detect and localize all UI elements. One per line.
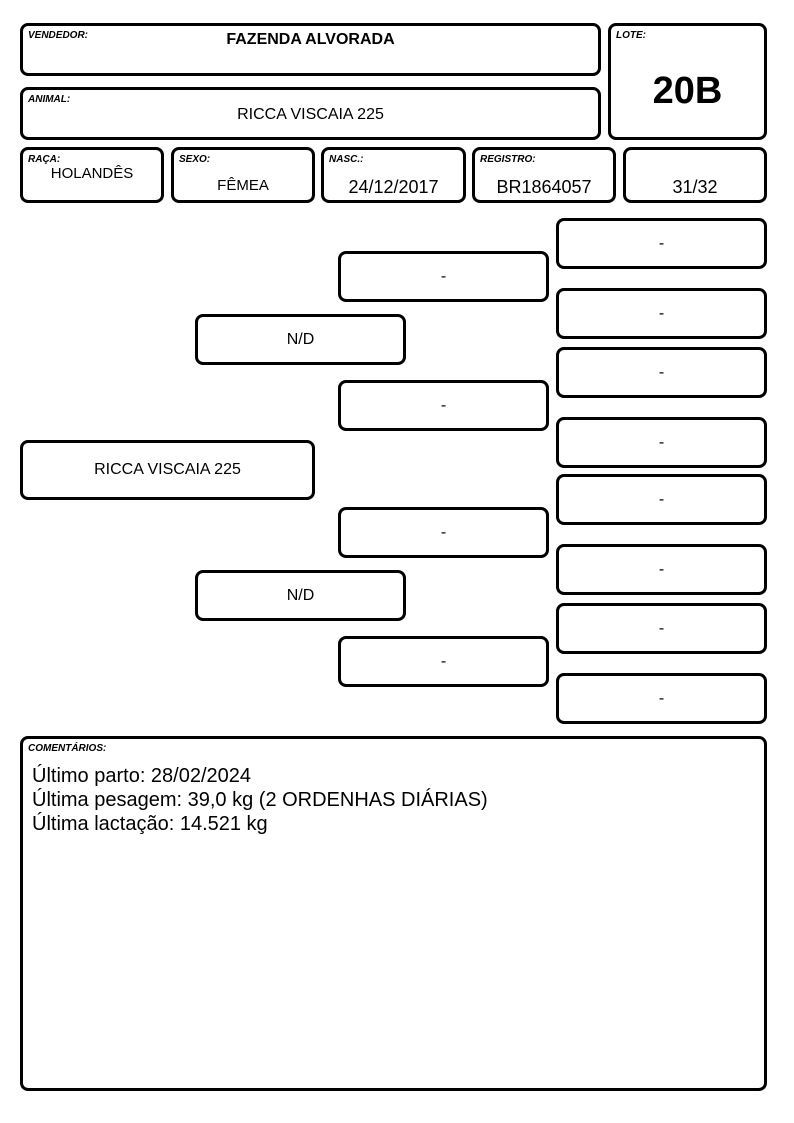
birth-box: NASC.: 24/12/2017 [321,147,466,203]
pedigree-great-grandparent: - [658,304,665,322]
sex-label: SEXO: [179,154,211,165]
blood-fraction-value: 31/32 [672,177,718,197]
comment-line: Última pesagem: 39,0 kg (2 ORDENHAS DIÁR… [32,789,488,811]
breed-label: RAÇA: [28,154,61,165]
comments-text: Último parto: 28/02/2024 Última pesagem:… [32,764,488,836]
pedigree-animal-box: RICCA VISCAIA 225 [20,440,315,500]
pedigree-grandparent-box: - [338,380,549,431]
animal-value: RICCA VISCAIA 225 [237,106,384,123]
pedigree-grandparent: - [440,396,447,414]
pedigree-great-grandparent: - [658,433,665,451]
pedigree-great-grandparent-box: - [556,474,767,525]
pedigree-dam: N/D [286,586,315,604]
birth-value: 24/12/2017 [348,177,439,197]
comment-line: Última lactação: 14.521 kg [32,813,268,835]
registry-label: REGISTRO: [480,154,536,165]
pedigree-great-grandparent: - [658,560,665,578]
pedigree-grandparent: - [440,652,447,670]
pedigree-dam-box: N/D [195,570,406,621]
pedigree-great-grandparent: - [658,234,665,252]
pedigree-animal: RICCA VISCAIA 225 [94,461,241,478]
sex-value: FÊMEA [217,177,269,194]
pedigree-grandparent-box: - [338,507,549,558]
breed-value: HOLANDÊS [50,165,134,182]
pedigree-great-grandparent: - [658,363,665,381]
seller-box: VENDEDOR: FAZENDA ALVORADA [20,23,601,76]
lot-box: LOTE: 20B [608,23,767,140]
comments-box: COMENTÁRIOS: Último parto: 28/02/2024 Úl… [20,736,767,1091]
pedigree-grandparent-box: - [338,636,549,687]
comment-line: Último parto: 28/02/2024 [32,765,252,787]
breed-box: RAÇA: HOLANDÊS [20,147,164,203]
pedigree-grandparent-box: - [338,251,549,302]
pedigree-great-grandparent-box: - [556,673,767,724]
registry-value: BR1864057 [496,177,592,197]
pedigree-great-grandparent-box: - [556,218,767,269]
pedigree-great-grandparent: - [658,490,665,508]
pedigree-sire-box: N/D [195,314,406,365]
seller-value: FAZENDA ALVORADA [226,31,395,48]
pedigree-great-grandparent-box: - [556,544,767,595]
sex-box: SEXO: FÊMEA [171,147,315,203]
pedigree-great-grandparent: - [658,689,665,707]
pedigree-great-grandparent-box: - [556,347,767,398]
pedigree-grandparent: - [440,523,447,541]
pedigree-great-grandparent-box: - [556,288,767,339]
seller-label: VENDEDOR: [28,30,89,41]
birth-label: NASC.: [329,154,364,165]
animal-label: ANIMAL: [28,94,71,105]
pedigree-grandparent: - [440,267,447,285]
animal-box: ANIMAL: RICCA VISCAIA 225 [20,87,601,140]
comments-label: COMENTÁRIOS: [28,743,107,754]
lot-label: LOTE: [616,30,646,41]
pedigree-great-grandparent-box: - [556,603,767,654]
pedigree-sire: N/D [286,330,315,348]
pedigree-great-grandparent: - [658,619,665,637]
pedigree-great-grandparent-box: - [556,417,767,468]
lot-value: 20B [652,70,723,112]
blood-fraction-box: 31/32 [623,147,767,203]
registry-box: REGISTRO: BR1864057 [472,147,616,203]
